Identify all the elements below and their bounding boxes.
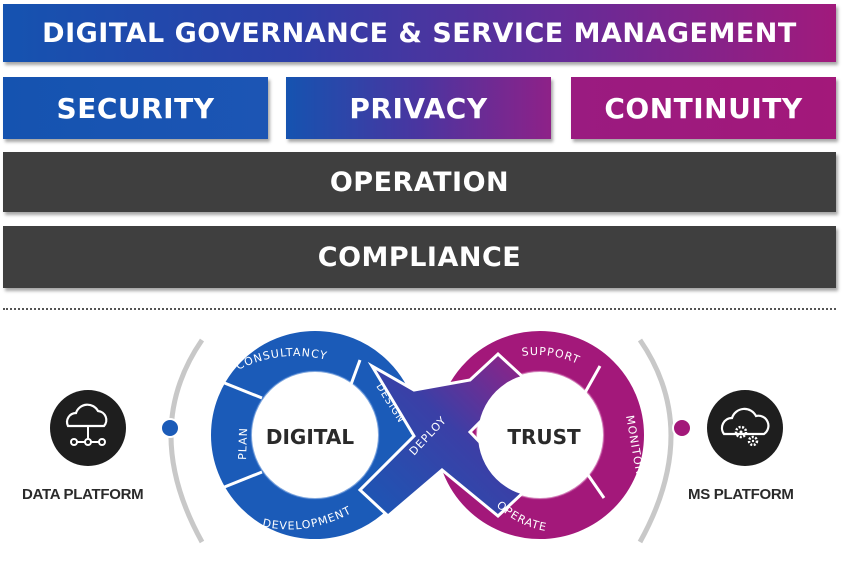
trust-label: TRUST — [507, 425, 581, 449]
operation-band: OPERATION — [3, 152, 836, 212]
data-platform-label: DATA PLATFORM — [22, 486, 144, 503]
infinity-cycle-diagram: CONSULTANCY DEVELOPMENT SUPPORT OPERATE … — [50, 331, 783, 544]
left-loop-inner-edge — [250, 370, 380, 500]
right-loop-center — [478, 373, 602, 497]
right-separator — [584, 471, 606, 499]
right-bracket — [637, 338, 674, 544]
stage-plan: PLAN — [236, 427, 250, 460]
left-connector-dot — [160, 418, 180, 438]
governance-title-band: DIGITAL GOVERNANCE & SERVICE MANAGEMENT — [3, 4, 836, 62]
security-band: SECURITY — [3, 77, 268, 139]
left-loop-center — [253, 373, 377, 497]
digital-label: DIGITAL — [266, 425, 354, 449]
left-loop-ring — [211, 331, 419, 539]
left-bracket — [168, 338, 205, 544]
left-separator — [221, 470, 263, 490]
right-connector-dot — [672, 418, 692, 438]
ms-platform-label: MS PLATFORM — [688, 486, 794, 503]
cloud-gears-icon — [707, 390, 783, 466]
cloud-network-icon — [50, 390, 126, 466]
left-separator — [221, 380, 263, 400]
right-loop-inner-edge — [475, 370, 605, 500]
compliance-band: COMPLIANCE — [3, 226, 836, 288]
dotted-divider — [3, 308, 836, 310]
privacy-band: PRIVACY — [286, 77, 551, 139]
continuity-band: CONTINUITY — [571, 77, 836, 139]
